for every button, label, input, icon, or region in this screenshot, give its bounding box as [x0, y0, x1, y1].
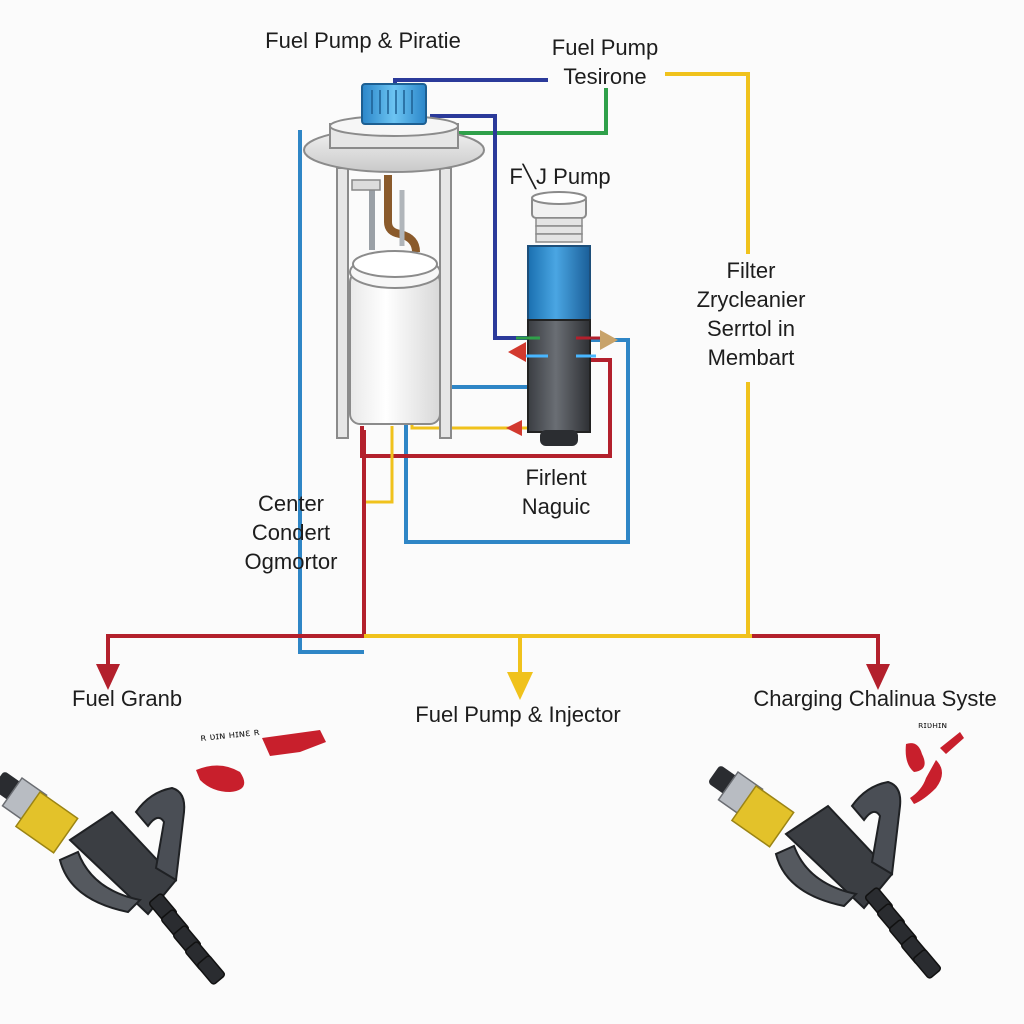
pump-bottom — [540, 430, 578, 446]
canister-cap — [352, 250, 438, 278]
squiggle-left-shape — [196, 730, 326, 792]
canister-body — [349, 271, 441, 425]
label-fuel-granb: Fuel Granb — [72, 686, 183, 711]
fuel-nozzle-icon — [0, 772, 226, 985]
pump-blue-body — [527, 245, 591, 323]
label-center-line-1: Center — [257, 491, 325, 516]
pump-threads — [535, 217, 583, 243]
arrow-small-2 — [600, 330, 618, 350]
nozzle-hose — [864, 887, 942, 979]
squiggle-left: ʀ ʋɪɴ ʜɪɴɛ ʀ — [196, 727, 326, 792]
label-fuel-pump-tesirone: Fuel Pump Tesirone — [520, 33, 690, 91]
label-center-condert: Center Condert Ogmortor — [226, 489, 356, 576]
squiggle-right: ʀɪʋʜɪɴ — [905, 721, 964, 804]
label-center-line-2: Condert — [251, 520, 331, 545]
arrow-small-3 — [506, 420, 522, 436]
wire-blue-left — [298, 130, 364, 654]
label-center-line-3: Ogmortor — [244, 549, 338, 574]
arrow-yellow-center — [507, 672, 533, 700]
arrow-small-1 — [508, 342, 526, 362]
label-filter-line-2: Zrycleanier — [696, 287, 806, 312]
rod-left — [336, 167, 349, 439]
fuel-pump-module-icon — [303, 83, 485, 439]
wire-navy-pump — [430, 114, 530, 340]
nozzle-hose — [148, 893, 226, 985]
label-fuel-pump-middle: F╲J Pump — [509, 164, 611, 189]
squiggle-left-text: ʀ ʋɪɴ ʜɪɴɛ ʀ — [200, 727, 260, 744]
nozzle-trigger — [58, 850, 143, 914]
tube-bracket — [351, 179, 381, 191]
label-fuel-pump-injector: Fuel Pump & Injector — [415, 702, 621, 727]
arrow-red-left — [96, 664, 120, 690]
wire-red-main — [106, 430, 366, 668]
wire-green — [435, 88, 608, 135]
label-fuel-pump-tesirone-line-2: Tesirone — [563, 64, 647, 89]
wire-red-right — [752, 634, 880, 668]
connector-ridges — [371, 90, 413, 114]
squiggle-right-text: ʀɪʋʜɪɴ — [918, 721, 947, 731]
nozzle-yellow-sleeve — [14, 790, 79, 854]
label-charging-system: Charging Chalinua Syste — [753, 686, 997, 711]
label-firlent-naguic: Firlent Naguic — [486, 463, 626, 521]
wire-yellow-center — [366, 426, 394, 504]
label-filter-line-1: Filter — [726, 258, 776, 283]
wire-yellow-right — [665, 72, 750, 254]
rod-right — [439, 167, 452, 439]
nozzle-handle — [850, 780, 902, 876]
nozzle-trigger — [774, 844, 859, 908]
fuel-pump-cylinder-icon — [516, 191, 600, 446]
label-filter-line-4: Membart — [707, 345, 795, 370]
nozzle-handle — [134, 786, 186, 882]
label-fuel-pump-piratie: Fuel Pump & Piratie — [265, 28, 461, 53]
label-fuel-pump-tesirone-line-1: Fuel Pump — [551, 35, 659, 60]
arrow-red-right — [866, 664, 890, 690]
squiggle-right-shape — [905, 732, 964, 804]
fuel-nozzle-icon — [709, 766, 942, 979]
nozzle-yellow-sleeve — [730, 784, 795, 848]
label-firlent-line-2: Naguic — [521, 494, 591, 519]
connector-cap — [361, 83, 427, 125]
label-firlent-line-1: Firlent — [525, 465, 587, 490]
label-filter-line-3: Serrtol in — [706, 316, 796, 341]
label-filter: Filter Zrycleanier Serrtol in Membart — [676, 256, 826, 372]
pump-top-cap-face — [531, 191, 587, 205]
